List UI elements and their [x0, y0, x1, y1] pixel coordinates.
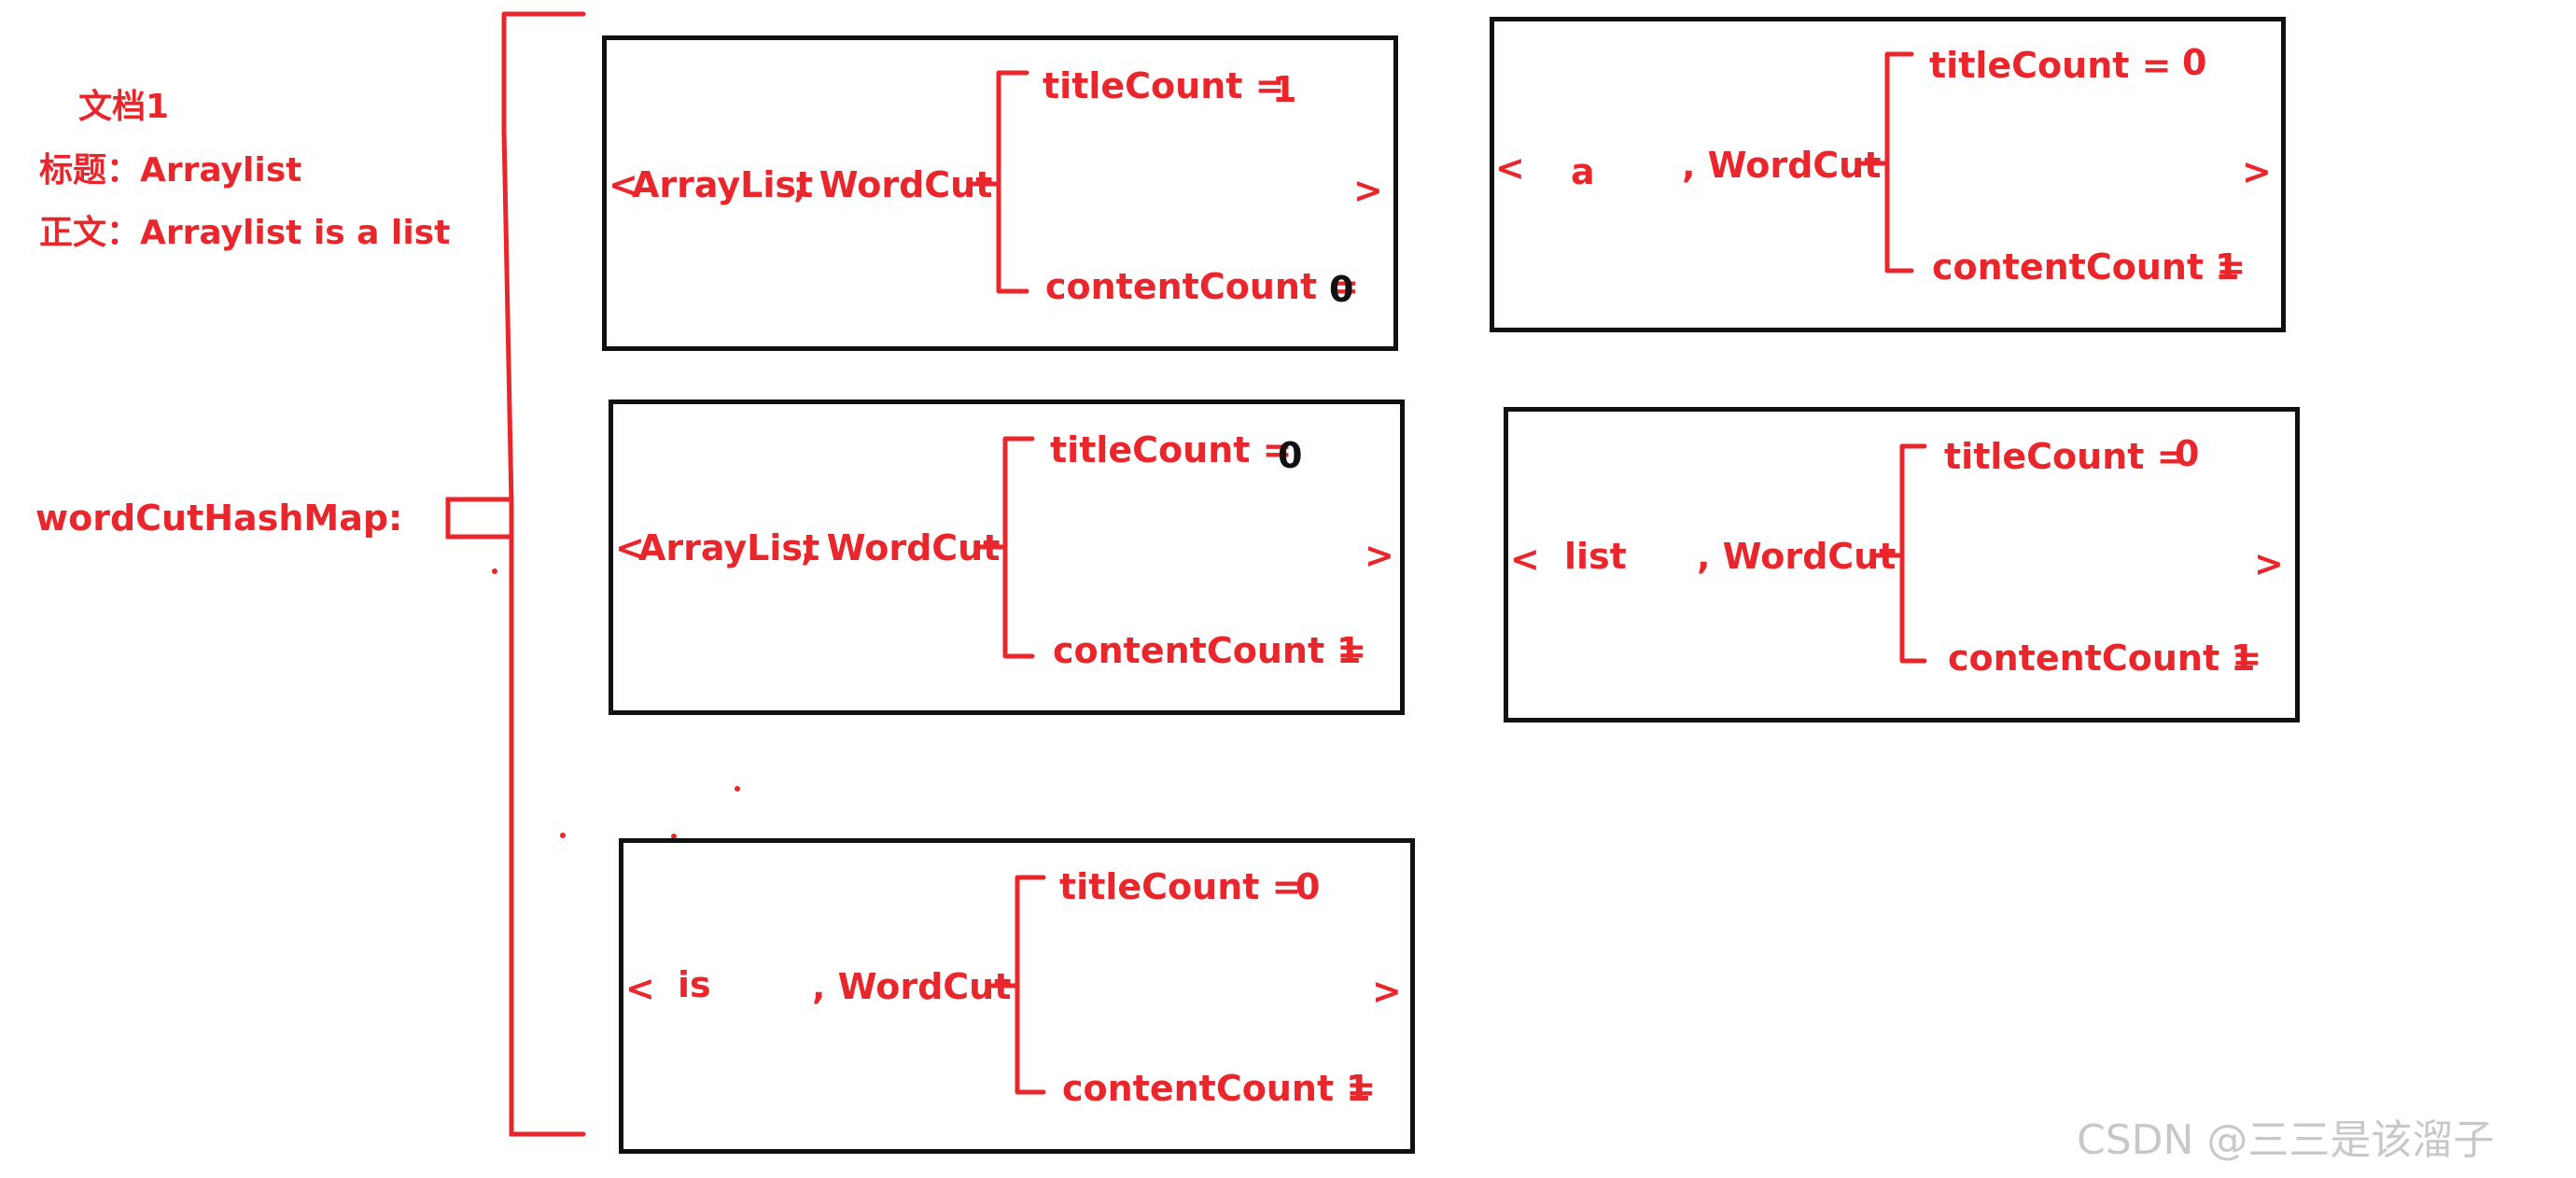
entry-key: ArrayList [632, 164, 814, 205]
content-count-value: 1 [2231, 638, 2256, 679]
content-count-label: contentCount = [1948, 638, 2262, 679]
entry-value-type: , WordCut [1697, 536, 1897, 577]
entry-close-bracket: > [1353, 170, 1383, 211]
content-count-value: 1 [2215, 246, 2240, 287]
entry-open-bracket: < [1495, 147, 1525, 189]
word-cut-hash-map-label: wordCutHashMap: [35, 498, 403, 539]
entry-value-type: , WordCut [812, 966, 1012, 1007]
entry-open-bracket: < [625, 968, 655, 1009]
map-brace-notch [445, 497, 514, 540]
entry-2-bracket [1859, 51, 1914, 273]
title-count-value: 0 [1295, 866, 1321, 907]
entry-value-type: , WordCut [793, 164, 993, 205]
content-count-label: contentCount = [1932, 246, 2247, 287]
title-count-label: titleCount = [1929, 45, 2172, 86]
content-count-label: contentCount = [1062, 1068, 1377, 1109]
map-entry-box [1504, 407, 2300, 722]
entry-close-bracket: > [2242, 151, 2272, 192]
stray-dots [492, 568, 740, 839]
title-count-value: 0 [2175, 433, 2200, 474]
content-count-label: contentCount = [1045, 266, 1360, 307]
title-count-value: 1 [1272, 69, 1297, 110]
entry-4-bracket [1871, 443, 1927, 664]
content-count-label: contentCount = [1053, 630, 1367, 671]
map-entry-box [602, 35, 1398, 351]
entry-key: ArrayList [638, 527, 820, 568]
title-count-label: titleCount = [1050, 429, 1293, 470]
entry-3-bracket [977, 436, 1035, 659]
title-count-label: titleCount = [1043, 65, 1285, 106]
entry-close-bracket: > [2254, 543, 2284, 584]
map-entry-box [619, 838, 1415, 1154]
watermark-text: CSDN @三三是该溜子 [2077, 1116, 2495, 1164]
content-count-value: 0 [1329, 269, 1354, 310]
content-count-value: 1 [1346, 1068, 1371, 1109]
entry-open-bracket: < [615, 527, 645, 568]
entry-value-type: , WordCut [1682, 145, 1882, 186]
document-heading: 文档1 [78, 88, 170, 126]
map-entry-box [1490, 17, 2286, 332]
entry-close-bracket: > [1365, 535, 1394, 576]
entry-key: is [678, 964, 711, 1005]
entry-value-type: , WordCut [801, 527, 1001, 568]
map-entry-box [609, 400, 1405, 715]
entry-open-bracket: < [1510, 539, 1540, 580]
map-brace [501, 11, 586, 1137]
entry-1-bracket [971, 70, 1029, 294]
entry-open-bracket: < [609, 164, 638, 205]
content-count-value: 1 [1337, 630, 1362, 671]
title-count-label: titleCount = [1944, 436, 2187, 477]
title-count-value: 0 [1278, 435, 1303, 476]
title-count-label: titleCount = [1059, 866, 1302, 907]
document-title-line: 标题：Arraylist [39, 151, 302, 189]
entry-key: list [1564, 536, 1627, 577]
entry-key: a [1571, 151, 1595, 192]
entry-5-bracket [989, 875, 1046, 1095]
title-count-value: 0 [2182, 42, 2207, 83]
entry-close-bracket: > [1372, 971, 1402, 1012]
document-content-line: 正文：Arraylist is a list [39, 214, 451, 252]
